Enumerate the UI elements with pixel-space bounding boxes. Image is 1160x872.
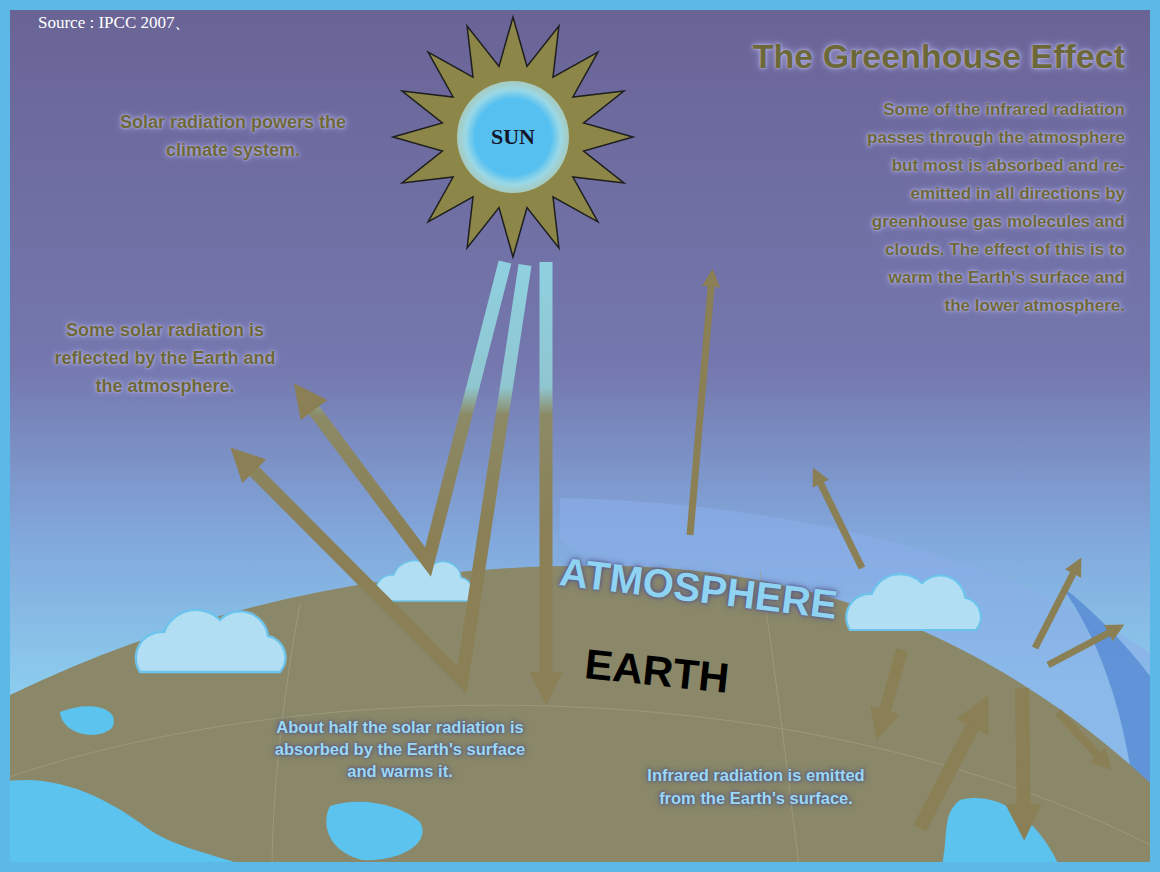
diagram-title: The Greenhouse Effect [680, 36, 1125, 76]
infrared-arrow [1058, 712, 1106, 764]
sun-disc: SUN [457, 81, 569, 193]
ocean [326, 802, 422, 860]
ocean [10, 780, 262, 862]
grid-line [10, 705, 1150, 850]
infrared-arrow [920, 708, 982, 828]
earth-label: EARTH [582, 640, 731, 703]
infrared-arrow [690, 276, 712, 535]
atmosphere-label: ATMOSPHERE [557, 548, 840, 628]
cloud [846, 574, 981, 630]
solar-note: Solar radiation powers the climate syste… [108, 108, 358, 164]
reflected-beam [302, 262, 505, 562]
reflection-note: Some solar radiation is reflected by the… [48, 316, 282, 400]
infrared-arrow [880, 650, 902, 728]
infrared-note: Infrared radiation is emitted from the E… [630, 764, 882, 810]
reflected-beam [240, 265, 525, 680]
infrared-arrow [1022, 688, 1024, 826]
greenhouse-note: Some of the infrared radiation passes th… [862, 96, 1125, 320]
earth-globe [10, 566, 1150, 862]
ocean [60, 706, 114, 735]
source-note: Source : IPCC 2007、 [38, 12, 368, 34]
infrared-arrow [816, 474, 862, 568]
sun-label: SUN [491, 124, 535, 150]
absorbed-beam [540, 262, 553, 692]
cloud [136, 610, 286, 672]
absorption-note: About half the solar radiation is absorb… [258, 716, 542, 782]
sun-rays [393, 17, 633, 257]
ocean [940, 798, 1062, 862]
infrared-arrow [1035, 564, 1078, 648]
infrared-arrow [1048, 628, 1118, 665]
